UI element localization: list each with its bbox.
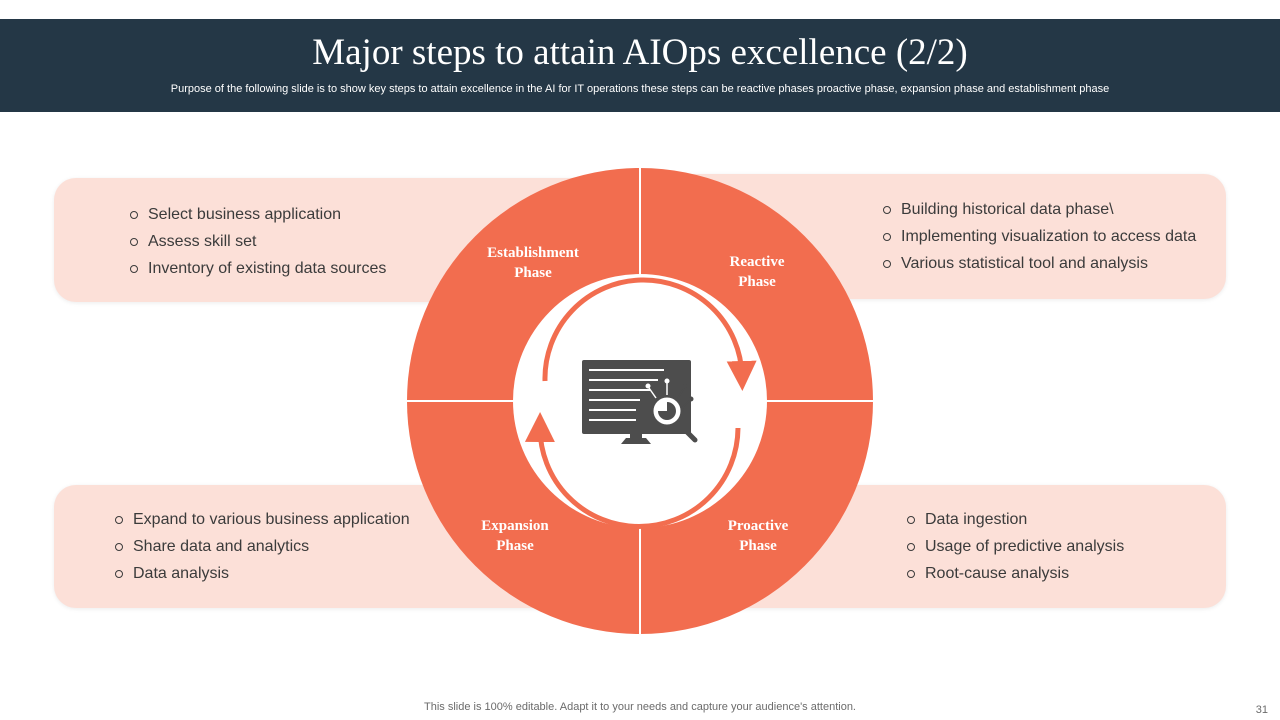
bullet-icon [115, 516, 123, 524]
list-item: Root-cause analysis [907, 560, 1124, 587]
establishment-list: Select business application Assess skill… [130, 201, 386, 282]
header-bar [0, 19, 1280, 112]
expansion-list: Expand to various business application S… [115, 506, 410, 587]
bullet-icon [130, 211, 138, 219]
list-item: Usage of predictive analysis [907, 533, 1124, 560]
list-item: Implementing visualization to access dat… [883, 223, 1196, 250]
list-item: Share data and analytics [115, 533, 410, 560]
expansion-phase-label: Expansion Phase [481, 518, 549, 554]
proactive-phase-label: Proactive Phase [727, 518, 789, 554]
bullet-icon [115, 570, 123, 578]
list-item: Data analysis [115, 560, 410, 587]
bullet-icon [883, 206, 891, 214]
monitor-analytics-icon [582, 360, 698, 444]
list-item: Assess skill set [130, 228, 386, 255]
bullet-icon [883, 260, 891, 268]
list-item: Expand to various business application [115, 506, 410, 533]
proactive-list: Data ingestion Usage of predictive analy… [907, 506, 1124, 587]
bullet-icon [907, 570, 915, 578]
bullet-icon [130, 265, 138, 273]
footer-note: This slide is 100% editable. Adapt it to… [424, 701, 856, 713]
cycle-arrow-top [542, 277, 757, 391]
list-item: Select business application [130, 201, 386, 228]
list-item: Various statistical tool and analysis [883, 250, 1196, 277]
slide-title: Major steps to attain AIOps excellence (… [312, 32, 968, 73]
list-item: Inventory of existing data sources [130, 255, 386, 282]
bullet-icon [907, 516, 915, 524]
page-number: 31 [1255, 704, 1268, 716]
bullet-icon [130, 238, 138, 246]
bullet-icon [907, 543, 915, 551]
reactive-list: Building historical data phase\ Implemen… [883, 196, 1196, 277]
slide-subtitle: Purpose of the following slide is to sho… [170, 83, 1110, 95]
list-item: Data ingestion [907, 506, 1124, 533]
cycle-arrow-bottom [524, 412, 741, 529]
list-item: Building historical data phase\ [883, 196, 1196, 223]
bullet-icon [883, 233, 891, 241]
bullet-icon [115, 543, 123, 551]
establishment-phase-label: Establishment Phase [487, 245, 579, 281]
reactive-phase-label: Reactive Phase [729, 254, 785, 290]
